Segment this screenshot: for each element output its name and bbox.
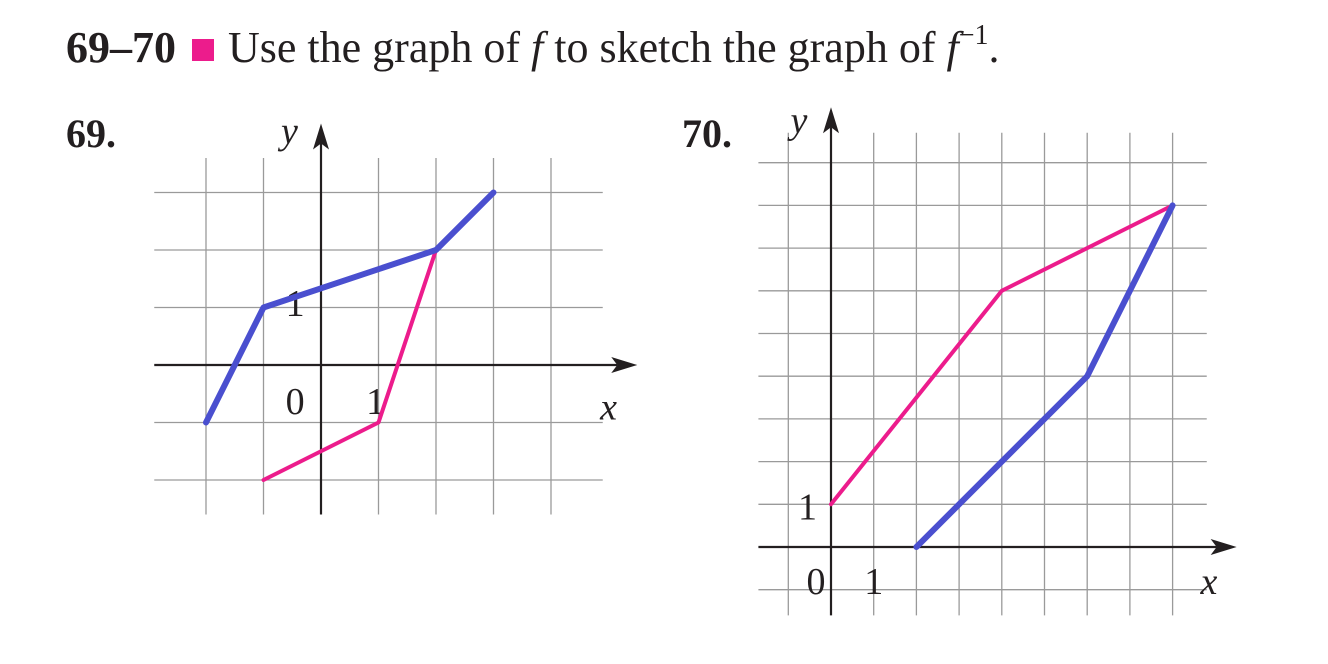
chart69-x-axis-arrow-icon bbox=[611, 357, 638, 373]
accent-square-icon bbox=[192, 39, 214, 61]
chart69-origin-label: 0 bbox=[286, 381, 305, 423]
chart70-origin-label: 0 bbox=[807, 561, 826, 603]
chart70-graph-of-f bbox=[829, 203, 1175, 507]
header-text-before: Use the graph of bbox=[228, 23, 532, 72]
inverse-superscript: −1 bbox=[958, 20, 989, 51]
function-var-f-inverse: f bbox=[946, 23, 959, 72]
problem-70-label: 70. bbox=[682, 111, 732, 156]
chart69-y-axis-arrow-icon bbox=[313, 123, 329, 150]
chart70-y-tick-label: 1 bbox=[798, 486, 817, 528]
function-var-f: f bbox=[531, 23, 544, 72]
chart69-y-tick-label: 1 bbox=[286, 283, 305, 325]
chart69-graph-of-f-inverse bbox=[203, 189, 497, 426]
chart70-x-axis-arrow-icon bbox=[1210, 539, 1237, 555]
chart70-x-tick-label: 1 bbox=[864, 561, 883, 603]
chart69-x-axis-label: x bbox=[599, 387, 617, 429]
chart70-graph-of-f-inverse bbox=[913, 202, 1176, 550]
header-text-middle: to sketch the graph of bbox=[543, 23, 947, 72]
problem-69-label: 69. bbox=[66, 111, 116, 156]
chart70-y-axis-label: y bbox=[787, 100, 808, 142]
problem-header: 69–70 Use the graph of f to sketch the gr… bbox=[66, 18, 1000, 84]
problem-range: 69–70 bbox=[66, 23, 176, 72]
chart70-y-axis-arrow-icon bbox=[823, 107, 839, 134]
chart69-graph-of-f bbox=[261, 248, 438, 482]
chart70-x-axis-label: x bbox=[1199, 561, 1217, 603]
chart69-y-axis-label: y bbox=[277, 111, 298, 153]
header-text-after: . bbox=[988, 23, 1000, 72]
